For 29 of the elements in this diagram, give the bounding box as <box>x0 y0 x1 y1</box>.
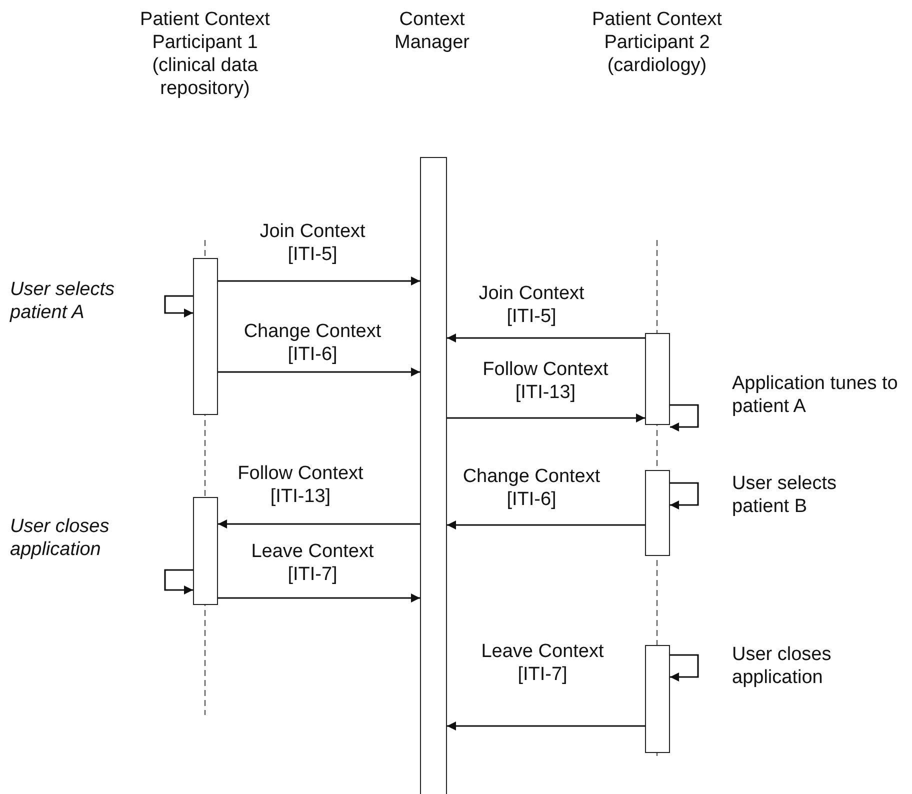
message-arrow <box>218 276 420 286</box>
message-arrow <box>447 414 645 422</box>
message-arrow <box>447 722 645 730</box>
participant-heading: Context Manager <box>394 8 470 54</box>
message-arrow <box>218 594 420 602</box>
action-note: User selects patient B <box>732 472 838 518</box>
message-label: Follow Context [ITI-13] <box>236 462 364 508</box>
message-label: Change Context [ITI-6] <box>242 320 382 366</box>
action-note: User closes application <box>732 643 832 689</box>
action-note: User closes application <box>10 515 110 561</box>
self-arrow <box>164 295 193 318</box>
message-label: Leave Context [ITI-7] <box>480 640 605 686</box>
message-label: Follow Context [ITI-13] <box>482 358 610 404</box>
message-arrow <box>447 520 645 530</box>
action-note: User selects patient A <box>10 278 116 324</box>
self-arrow <box>670 654 699 682</box>
self-arrow <box>164 569 193 594</box>
self-arrow <box>670 404 699 432</box>
message-label: Leave Context [ITI-7] <box>250 540 375 586</box>
message-label: Join Context [ITI-5] <box>478 282 586 328</box>
action-note: Application tunes to patient A <box>732 372 899 418</box>
message-arrow <box>218 368 420 376</box>
message-label: Change Context [ITI-6] <box>462 465 602 511</box>
message-arrow <box>447 334 645 342</box>
self-arrow <box>670 482 699 510</box>
participant-heading: Patient Context Participant 1 (clinical data repository) <box>139 8 271 100</box>
message-label: Join Context [ITI-5] <box>258 220 366 266</box>
message-arrow <box>218 520 420 528</box>
participant-heading: Patient Context Participant 2 (cardiology) <box>591 8 723 77</box>
